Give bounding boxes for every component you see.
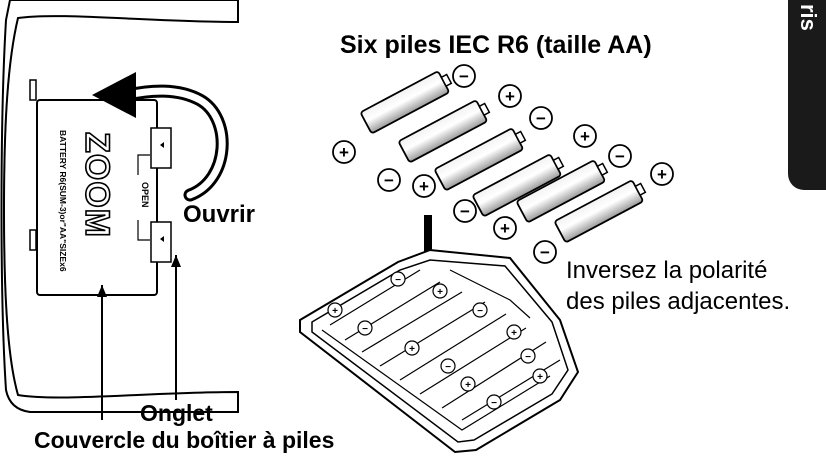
- tray-minus-mark: −: [486, 394, 502, 410]
- tray-plus-mark: +: [532, 368, 548, 384]
- plus-symbol: +: [412, 174, 436, 198]
- minus-symbol: −: [529, 106, 553, 130]
- svg-text:+: +: [580, 127, 590, 146]
- tray-polarity-marks: − + + − − + + − − + + −: [327, 271, 548, 410]
- svg-text:+: +: [332, 306, 338, 317]
- battery-4: [472, 154, 565, 217]
- svg-text:−: −: [525, 352, 531, 363]
- svg-text:+: +: [511, 328, 517, 339]
- svg-text:+: +: [339, 143, 349, 162]
- battery-2: [398, 100, 491, 163]
- svg-text:−: −: [362, 324, 368, 335]
- plus-symbol: +: [498, 84, 522, 108]
- open-marking: OPEN: [140, 182, 150, 208]
- battery-cover[interactable]: OPEN ZOOM BATTERY R6(SUM-3)or"AA"SIZEx6: [36, 99, 172, 296]
- section-side-tab-text: ris: [796, 4, 821, 31]
- tray-minus-mark: −: [520, 348, 536, 364]
- cover-tab-top[interactable]: [150, 127, 172, 169]
- svg-text:−: −: [384, 171, 394, 190]
- battery-spec-text: BATTERY R6(SUM-3)or"AA"SIZEx6: [58, 130, 68, 272]
- battery-3: [434, 128, 527, 191]
- open-arrow: [92, 72, 229, 202]
- svg-text:+: +: [419, 177, 429, 196]
- minus-symbol: −: [453, 199, 477, 223]
- tray-minus-mark: −: [472, 302, 488, 318]
- minus-symbol: −: [377, 168, 401, 192]
- battery-tray: [299, 248, 580, 454]
- svg-text:−: −: [477, 306, 483, 317]
- tray-plus-mark: +: [460, 376, 476, 392]
- plus-symbol: +: [332, 140, 356, 164]
- battery-5: [516, 160, 609, 223]
- svg-text:+: +: [505, 87, 515, 106]
- plus-symbol: +: [493, 216, 517, 240]
- tab-label: Onglet: [140, 400, 213, 426]
- polarity-symbols: + − + − − + + − − + + −: [332, 64, 674, 264]
- tray-minus-mark: −: [390, 271, 406, 287]
- svg-text:−: −: [459, 67, 469, 86]
- minus-symbol: −: [533, 240, 557, 264]
- battery-6: [554, 180, 647, 243]
- svg-text:+: +: [500, 219, 510, 238]
- svg-text:−: −: [536, 109, 546, 128]
- leader-lines: [97, 255, 181, 420]
- tray-minus-mark: −: [440, 358, 456, 374]
- svg-text:+: +: [537, 372, 543, 383]
- svg-text:−: −: [445, 362, 451, 373]
- svg-text:−: −: [491, 398, 497, 409]
- zoom-logo: ZOOM: [78, 132, 116, 238]
- svg-text:−: −: [540, 243, 550, 262]
- svg-text:+: +: [657, 165, 667, 184]
- battery-1: [360, 71, 453, 134]
- svg-text:−: −: [615, 147, 625, 166]
- cover-tab-bottom[interactable]: [150, 221, 172, 263]
- svg-text:+: +: [409, 344, 415, 355]
- svg-text:+: +: [437, 287, 443, 298]
- minus-symbol: −: [452, 64, 476, 88]
- tray-plus-mark: +: [432, 283, 448, 299]
- polarity-note-line2: des piles adjacentes.: [566, 288, 791, 315]
- section-side-tab: [788, 0, 826, 190]
- tray-plus-mark: +: [506, 324, 522, 340]
- cover-label: Couvercle du boîtier à piles: [34, 427, 335, 453]
- svg-text:+: +: [465, 380, 471, 391]
- tray-minus-mark: −: [357, 320, 373, 336]
- plus-symbol: +: [650, 162, 674, 186]
- device-body: [0, 0, 239, 413]
- tray-plus-mark: +: [404, 340, 420, 356]
- batteries-title: Six piles IEC R6 (taille AA): [340, 31, 652, 59]
- svg-text:−: −: [460, 202, 470, 221]
- tray-plus-mark: +: [327, 302, 343, 318]
- minus-symbol: −: [608, 144, 632, 168]
- polarity-note-line1: Inversez la polarité: [566, 257, 768, 284]
- battery-set: [360, 71, 647, 243]
- plus-symbol: +: [573, 124, 597, 148]
- svg-text:−: −: [395, 275, 401, 286]
- open-label: Ouvrir: [183, 201, 256, 228]
